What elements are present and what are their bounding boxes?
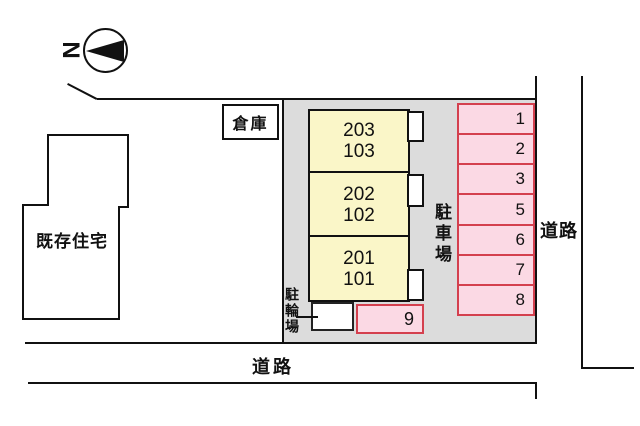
compass-north-letter: N	[57, 41, 84, 59]
site-left-edge-line	[282, 99, 284, 344]
unit-201-101: 201 101	[310, 248, 408, 290]
unit-202-102: 202 102	[310, 184, 408, 226]
boundary-line-diagonal	[67, 83, 98, 100]
parking-space-5: 5	[457, 193, 535, 226]
boundary-line-top	[97, 98, 537, 100]
unit-number: 201	[343, 248, 375, 269]
parking-space-7: 7	[457, 254, 535, 286]
unit-number: 103	[343, 141, 375, 162]
warehouse-label: 倉庫	[232, 116, 269, 133]
warehouse-box: 倉庫	[222, 104, 279, 140]
road-label-right: 道路	[540, 221, 578, 241]
parking-space-2: 2	[457, 133, 535, 165]
bicycle-parking-label: 駐輪場	[284, 287, 300, 335]
road-label-bottom: 道路	[252, 357, 294, 377]
road-bottom-upper-line	[25, 342, 537, 344]
road-bottom-lower-line	[28, 382, 537, 384]
existing-house-label: 既存住宅	[36, 232, 108, 251]
unit-number: 101	[343, 269, 375, 290]
unit-divider	[310, 235, 408, 237]
parking-space-3: 3	[457, 163, 535, 195]
parking-space-6: 6	[457, 224, 535, 256]
bicycle-parking-pointer-line	[296, 316, 318, 318]
apartment-building: 203 103 202 102 201 101	[308, 109, 410, 302]
entrance-box	[407, 269, 424, 301]
road-right-outer-corner-line	[581, 367, 634, 369]
unit-203-103: 203 103	[310, 120, 408, 162]
parking-space-1: 1	[457, 103, 535, 135]
unit-number: 203	[343, 120, 375, 141]
parking-lot-label: 駐車場	[432, 203, 451, 266]
road-right-outer-line	[581, 76, 583, 369]
parking-space-8: 8	[457, 284, 535, 316]
parking-space-9: 9	[356, 304, 424, 334]
road-right-inner-line	[535, 76, 537, 344]
unit-divider	[310, 171, 408, 173]
unit-number: 102	[343, 205, 375, 226]
entrance-box	[407, 111, 424, 142]
existing-house-outline	[22, 134, 129, 320]
north-compass-icon	[83, 28, 128, 73]
road-bottom-corner-tick-line	[535, 382, 537, 399]
unit-number: 202	[343, 184, 375, 205]
compass-needle-icon	[86, 39, 124, 62]
entrance-box	[407, 174, 424, 207]
